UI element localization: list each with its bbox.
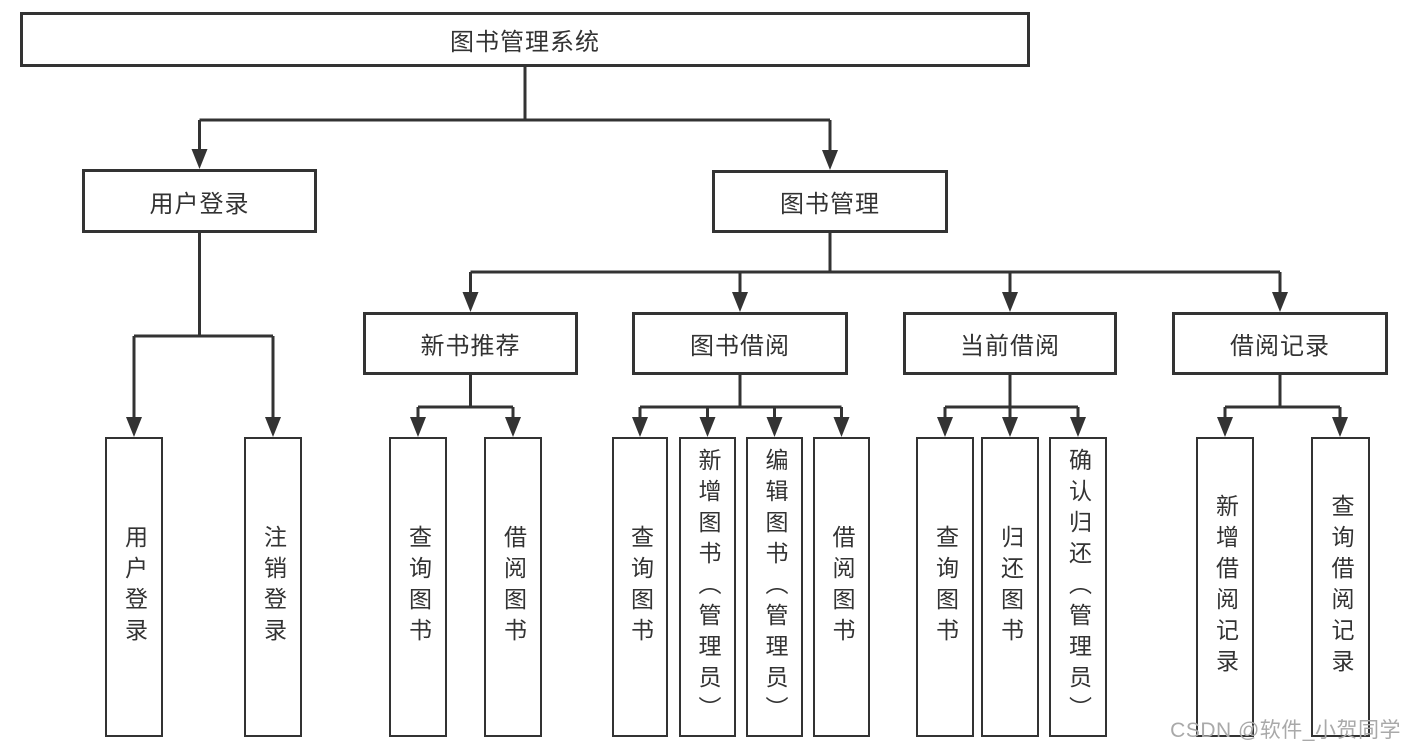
csdn-watermark: CSDN @软件_小贺同学: [1170, 719, 1401, 742]
node-root-library-system: 图书管理系统: [20, 12, 1030, 67]
arrow-down-icon: [126, 417, 142, 437]
leaf-edit-books-admin: 编辑图书（管理员）: [746, 437, 803, 737]
leaf-query-borrow-record: 查询借阅记录: [1311, 437, 1370, 737]
connector-lines: [132, 67, 1342, 420]
arrow-down-icon: [1272, 292, 1288, 312]
leaf-query-books-recommend: 查询图书: [389, 437, 447, 737]
leaf-query-books-current: 查询图书: [916, 437, 974, 737]
arrow-down-icon: [1002, 292, 1018, 312]
arrow-down-icon: [462, 292, 479, 312]
arrow-down-icon: [410, 417, 426, 437]
arrow-down-icon: [732, 292, 748, 312]
node-user-login: 用户登录: [82, 169, 317, 233]
arrow-down-icon: [833, 417, 850, 437]
node-current-borrow: 当前借阅: [903, 312, 1117, 375]
arrow-down-icon: [1070, 417, 1086, 437]
arrow-down-icon: [1332, 417, 1348, 437]
leaf-query-books-borrow: 查询图书: [612, 437, 668, 737]
arrow-down-icon: [632, 417, 648, 437]
arrow-down-icon: [1002, 417, 1018, 437]
leaf-confirm-return-admin: 确认归还（管理员）: [1049, 437, 1107, 737]
leaf-borrow-books-recommend: 借阅图书: [484, 437, 542, 737]
leaf-return-books: 归还图书: [981, 437, 1039, 737]
leaf-borrow-books: 借阅图书: [813, 437, 870, 737]
arrowheads: [126, 149, 1348, 437]
arrow-down-icon: [822, 150, 838, 170]
arrow-down-icon: [766, 417, 783, 437]
arrow-down-icon: [191, 149, 208, 169]
arrow-down-icon: [699, 417, 716, 437]
leaf-user-login: 用户登录: [105, 437, 163, 737]
node-book-borrow: 图书借阅: [632, 312, 848, 375]
leaf-add-books-admin: 新增图书（管理员）: [679, 437, 736, 737]
arrow-down-icon: [1217, 417, 1233, 437]
arrow-down-icon: [505, 417, 521, 437]
node-borrow-records: 借阅记录: [1172, 312, 1388, 375]
node-new-book-recommend: 新书推荐: [363, 312, 578, 375]
node-book-management: 图书管理: [712, 170, 948, 233]
leaf-logout: 注销登录: [244, 437, 302, 737]
leaf-add-borrow-record: 新增借阅记录: [1196, 437, 1254, 737]
arrow-down-icon: [265, 417, 281, 437]
arrow-down-icon: [937, 417, 953, 437]
